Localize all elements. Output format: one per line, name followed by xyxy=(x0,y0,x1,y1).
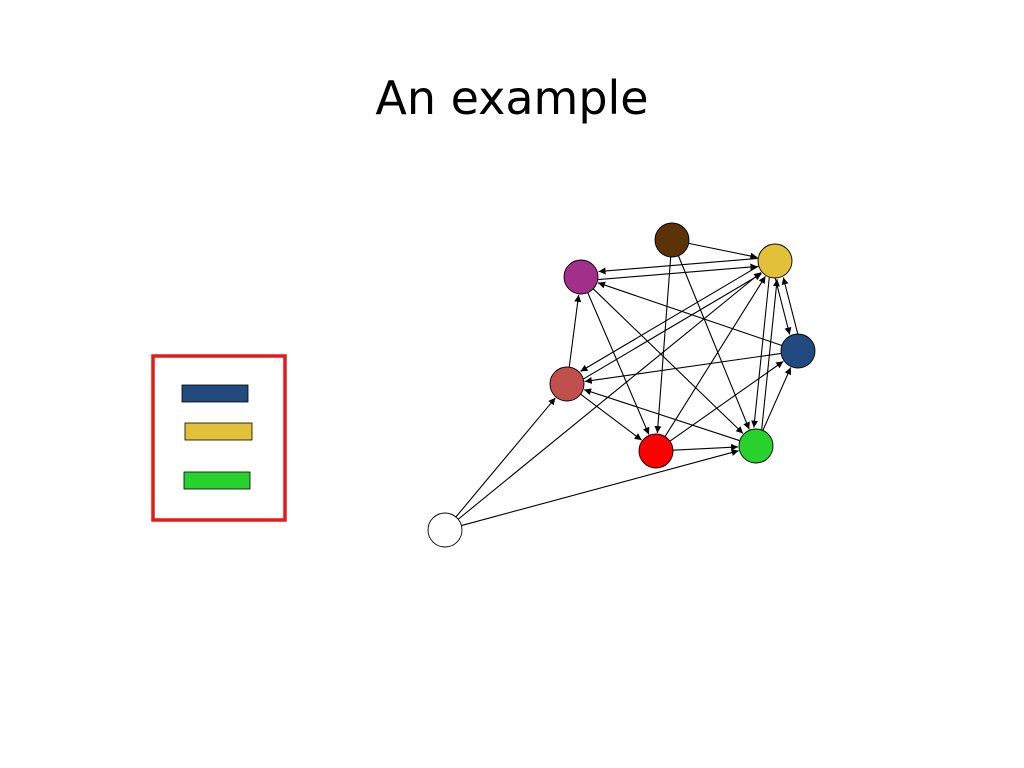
node-navy xyxy=(780,333,816,369)
node-purple xyxy=(563,259,599,295)
edge-gold-to-purple xyxy=(598,257,758,275)
edge-white-to-green xyxy=(461,449,739,527)
node-rose xyxy=(549,366,585,402)
node-green xyxy=(738,428,774,464)
edge-gold-to-rose xyxy=(580,265,759,372)
edge-navy-to-gold xyxy=(781,277,799,334)
edge-green-to-rose xyxy=(583,388,741,442)
edge-green-to-navy xyxy=(762,367,792,431)
graph-edges xyxy=(455,242,799,527)
edge-rose-to-gold xyxy=(583,273,762,380)
node-brown xyxy=(654,222,690,258)
edge-brown-to-gold xyxy=(688,242,758,260)
legend-swatch-gold xyxy=(184,422,253,441)
node-gold xyxy=(757,243,793,279)
legend-swatch-green xyxy=(183,471,251,490)
edge-green-to-gold xyxy=(761,279,780,430)
edge-gold-to-green xyxy=(751,277,770,428)
edge-rose-to-red xyxy=(580,393,642,441)
node-red xyxy=(638,433,674,469)
legend-swatch-navy xyxy=(181,384,249,403)
edge-purple-to-green xyxy=(592,288,744,434)
edge-white-to-rose xyxy=(455,397,556,518)
edge-white-to-gold xyxy=(457,271,762,520)
graph-nodes xyxy=(427,222,816,548)
legend-box xyxy=(151,354,287,522)
edge-brown-to-red xyxy=(654,256,672,434)
edge-red-to-navy xyxy=(669,360,784,442)
edge-red-to-green xyxy=(672,443,739,451)
edge-navy-to-purple xyxy=(597,281,783,347)
slide-title: An example xyxy=(375,71,649,125)
edge-purple-to-red xyxy=(587,292,650,435)
edge-purple-to-gold xyxy=(598,263,758,281)
edge-red-to-gold xyxy=(664,275,766,437)
legend-frame xyxy=(151,354,287,522)
edge-rose-to-purple xyxy=(568,294,582,368)
edge-navy-to-rose xyxy=(584,352,782,384)
edge-gold-to-navy xyxy=(774,278,792,335)
node-white xyxy=(427,512,463,548)
edge-brown-to-green xyxy=(677,255,750,430)
